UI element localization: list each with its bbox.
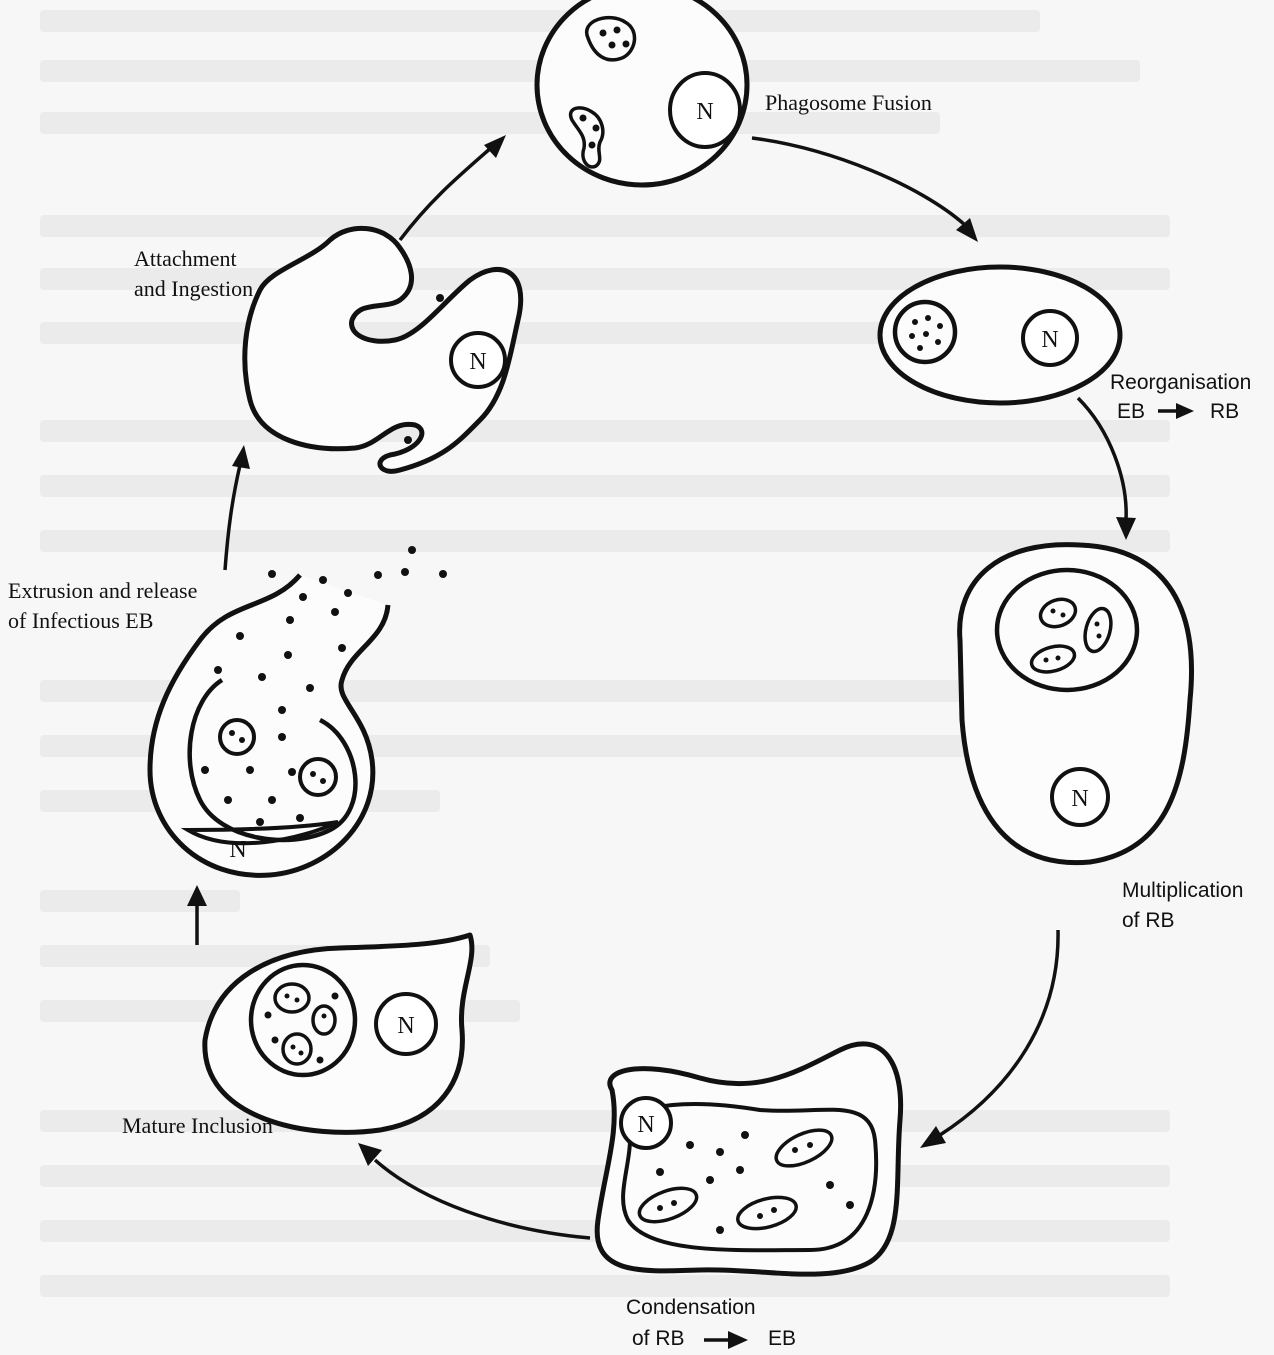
label-condensation: Condensation (626, 1293, 756, 1323)
extrusion-nucleus-label: N (229, 837, 246, 863)
multiplication-cell: N (960, 545, 1192, 863)
arrow-extrusion-to-attachment (225, 465, 240, 570)
attachment-nucleus-label: N (469, 349, 486, 375)
mature-inclusion-cell: N (205, 935, 472, 1132)
label-attachment: Attachment (134, 244, 237, 274)
label-of-rb: of RB (1122, 906, 1175, 936)
label-reorganisation-rb: RB (1210, 397, 1239, 427)
label-multiplication: Multiplication (1122, 876, 1243, 906)
label-of-infectious-eb: of Infectious EB (8, 606, 153, 636)
label-phagosome-fusion: Phagosome Fusion (765, 88, 932, 118)
label-reorganisation: Reorganisation (1110, 368, 1251, 398)
condensation-nucleus-label: N (637, 1112, 654, 1138)
mature-nucleus-label: N (397, 1013, 414, 1039)
condensation-cell: N (597, 1044, 900, 1274)
phagosome-nucleus-label: N (696, 99, 713, 125)
reorganisation-cell: N (880, 267, 1120, 403)
arrow-phagosome-to-reorganisation (752, 138, 965, 225)
multiplication-nucleus-label: N (1071, 786, 1088, 812)
attachment-cell: N (245, 228, 521, 471)
label-and-ingestion: and Ingestion (134, 274, 253, 304)
arrow-multiplication-to-condensation (940, 930, 1058, 1135)
label-mature-inclusion: Mature Inclusion (122, 1111, 273, 1141)
label-extrusion: Extrusion and release (8, 576, 197, 606)
arrow-attachment-to-phagosome (400, 147, 492, 240)
label-reorganisation-eb: EB (1117, 397, 1145, 427)
reorganisation-nucleus-label: N (1041, 327, 1058, 353)
arrow-condensation-to-mature (375, 1160, 590, 1238)
label-condensation-rb: of RB (632, 1324, 685, 1354)
label-condensation-eb: EB (768, 1324, 796, 1354)
phagosome-fusion-cell: N (537, 0, 747, 185)
